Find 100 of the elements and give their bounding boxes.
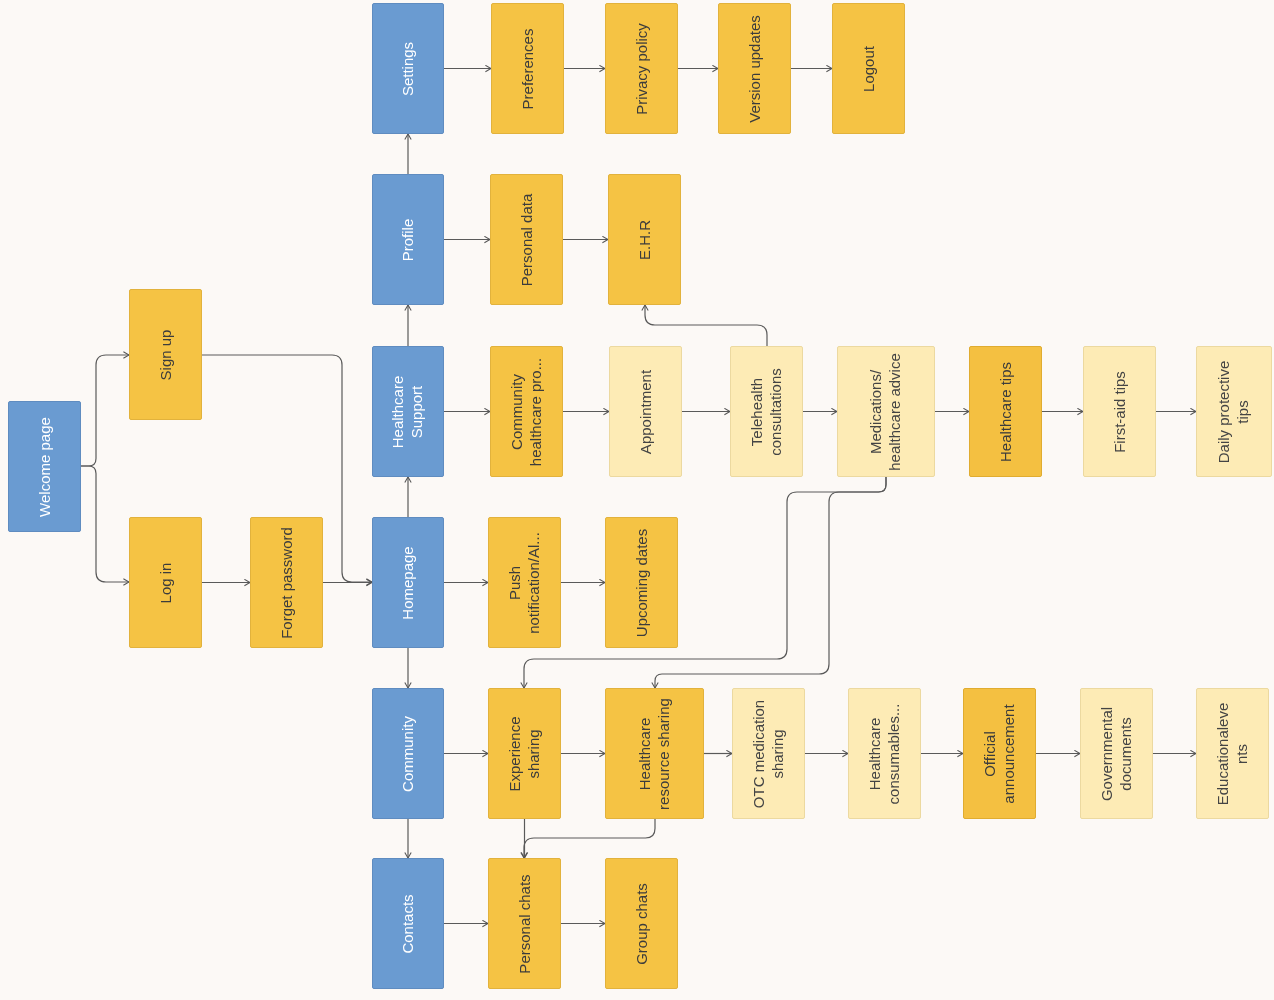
- box-label: E.H.R: [635, 218, 654, 262]
- feature-box: [488, 517, 561, 648]
- arrow: [443, 407, 491, 416]
- arrow: [563, 64, 606, 73]
- arrow: [404, 818, 412, 859]
- arrow: [641, 304, 768, 347]
- feature-box: [491, 3, 564, 134]
- feature-box: [609, 346, 682, 477]
- arrow: [201, 578, 251, 587]
- feature-box: [129, 289, 202, 420]
- box-label: Healthcare resource sharing: [635, 696, 673, 812]
- arrow: [651, 476, 887, 689]
- arrow: [201, 354, 373, 586]
- section-box: [372, 174, 444, 305]
- feature-box: [605, 858, 678, 989]
- feature-box: [969, 346, 1042, 477]
- box-label: Daily protective tips: [1215, 359, 1252, 465]
- box-label: Log in: [156, 561, 175, 605]
- box-label: Healthcare consumables...: [865, 702, 903, 806]
- section-box: [372, 3, 444, 134]
- arrow: [404, 304, 412, 347]
- box-label: Upcoming dates: [632, 527, 651, 639]
- arrow: [681, 407, 731, 416]
- box-label: Privacy policy: [632, 21, 651, 117]
- feature-box: [608, 174, 681, 305]
- arrow: [790, 64, 833, 73]
- arrow: [562, 235, 609, 244]
- feature-box: [718, 3, 791, 134]
- box-label: Forget password: [277, 525, 296, 641]
- box-label: Healthcare Support: [389, 374, 426, 450]
- arrow: [443, 919, 489, 928]
- section-box: [372, 858, 444, 989]
- box-label: Telehealth consultations: [747, 366, 785, 458]
- feature-box: [488, 858, 561, 989]
- box-label: Medications/ healthcare advice: [867, 351, 904, 473]
- section-box: [372, 688, 444, 819]
- arrow: [443, 235, 491, 244]
- arrow: [443, 578, 489, 587]
- arrow: [562, 407, 610, 416]
- arrow: [404, 133, 412, 175]
- box-label: Contacts: [398, 892, 417, 956]
- arrow: [560, 919, 606, 928]
- arrow: [1041, 407, 1084, 416]
- arrow: [802, 407, 838, 416]
- arrow: [80, 465, 130, 586]
- feature-box: [129, 517, 202, 648]
- box-label: Push notification/Al...: [505, 530, 543, 636]
- box-label: Logout: [859, 44, 878, 94]
- feature-box: [1083, 346, 1156, 477]
- section-box: [8, 401, 81, 532]
- feature-box: [605, 517, 678, 648]
- arrow: [677, 64, 719, 73]
- feature-box: [490, 174, 563, 305]
- arrow: [934, 407, 970, 416]
- feature-box: [837, 346, 935, 477]
- section-box: [372, 517, 444, 648]
- box-label: Appointment: [636, 368, 655, 456]
- arrow: [1035, 749, 1081, 758]
- box-label: Group chats: [632, 881, 651, 967]
- box-label: OTC medication sharing: [749, 698, 787, 810]
- box-label: Experience sharing: [505, 715, 543, 794]
- feature-box: [848, 688, 921, 819]
- box-label: Welcome page: [35, 415, 54, 519]
- arrow: [520, 818, 529, 859]
- feature-box: [963, 688, 1036, 819]
- arrow: [443, 64, 492, 73]
- feature-box: [730, 346, 803, 477]
- feature-box: [605, 3, 678, 134]
- arrow: [443, 749, 489, 758]
- feature-box: [732, 688, 805, 819]
- feature-box: [250, 517, 323, 648]
- feature-box: [605, 688, 704, 819]
- feature-box: [832, 3, 905, 134]
- feature-box: [490, 346, 563, 477]
- box-label: First-aid tips: [1110, 369, 1129, 455]
- box-label: Version updates: [745, 13, 764, 125]
- feature-box: [1080, 688, 1153, 819]
- arrow: [404, 476, 412, 518]
- arrow: [404, 647, 412, 689]
- arrow: [703, 749, 733, 758]
- arrow: [1152, 749, 1197, 758]
- box-label: Profile: [398, 217, 417, 263]
- feature-box: [1196, 346, 1272, 477]
- box-label: Community: [398, 714, 417, 794]
- arrow: [520, 818, 656, 859]
- box-label: Educationaleve nts: [1213, 701, 1251, 807]
- arrow: [322, 578, 373, 587]
- box-label: Healthcare tips: [996, 360, 1015, 464]
- box-label: Governmental documents: [1097, 705, 1135, 803]
- section-box: [372, 346, 444, 477]
- arrow: [804, 749, 849, 758]
- box-label: Settings: [398, 40, 417, 98]
- arrow: [560, 749, 606, 758]
- feature-box: [1196, 688, 1269, 819]
- box-label: Personal chats: [515, 872, 534, 976]
- box-label: Preferences: [518, 27, 537, 111]
- arrow: [560, 578, 606, 587]
- box-label: Community healthcare pro...: [507, 356, 545, 468]
- box-label: Homepage: [398, 544, 417, 622]
- box-label: Personal data: [517, 192, 536, 288]
